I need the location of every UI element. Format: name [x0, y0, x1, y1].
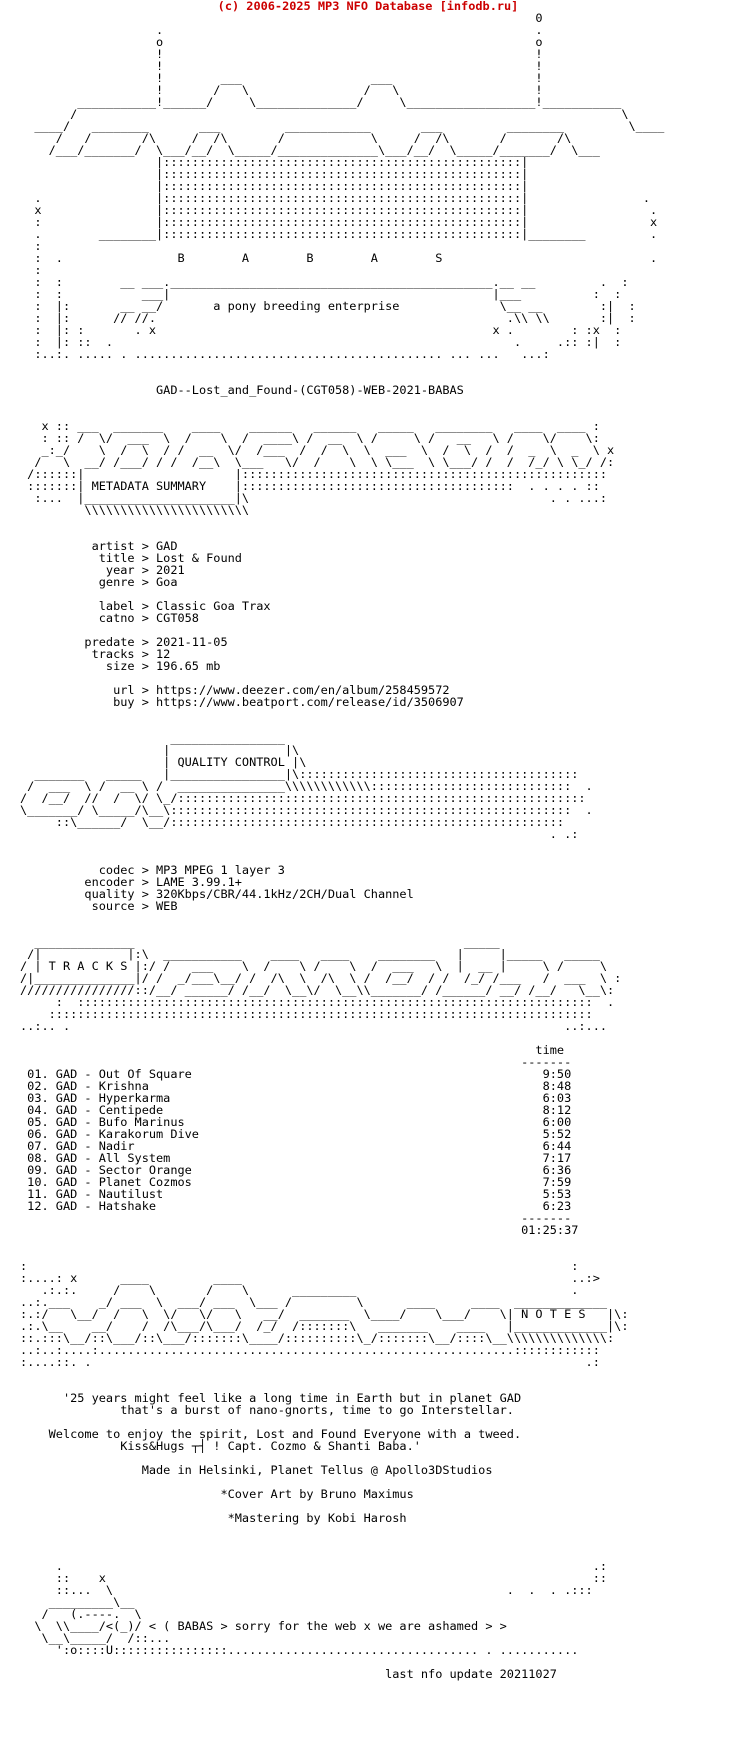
nfo-text: 0 . . o o !: [20, 11, 665, 1681]
site-header[interactable]: (c) 2006-2025 MP3 NFO Database [infodb.r…: [217, 0, 519, 13]
